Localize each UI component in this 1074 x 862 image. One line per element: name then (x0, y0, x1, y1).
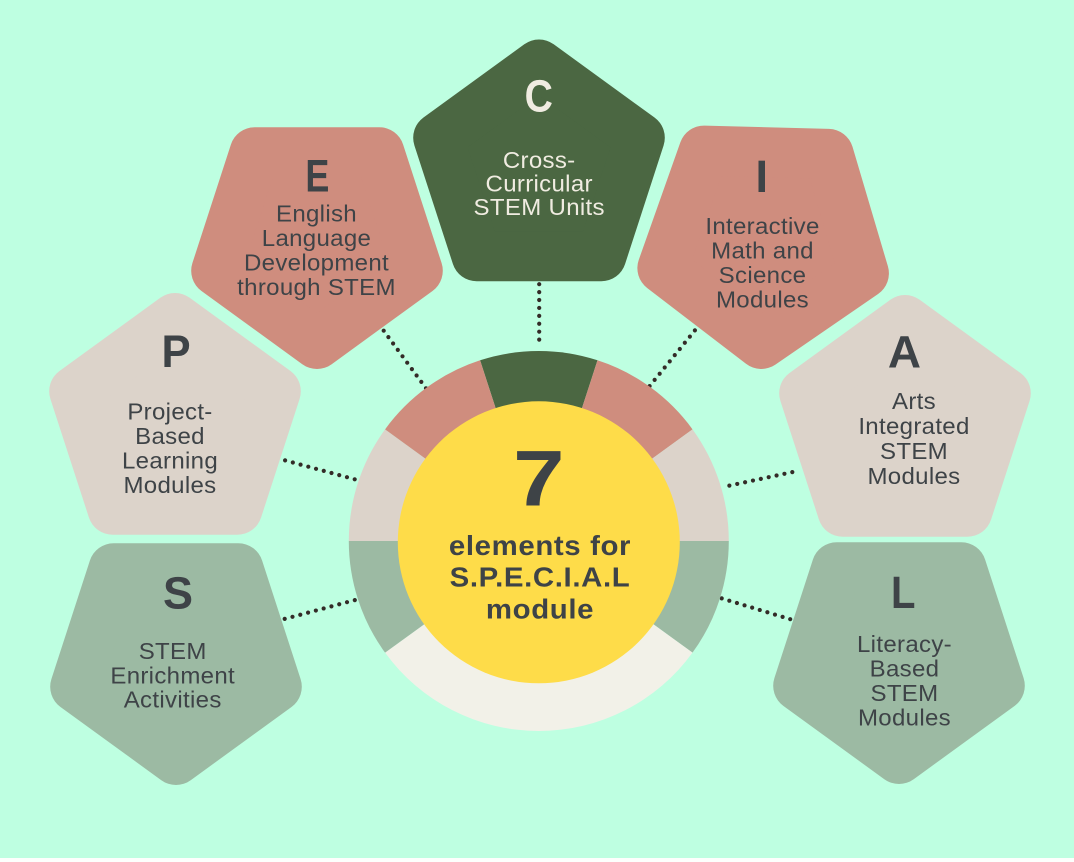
svg-text:L: L (891, 568, 915, 619)
svg-text:Math and: Math and (711, 238, 814, 263)
svg-text:A: A (888, 327, 921, 377)
svg-text:S: S (163, 567, 193, 618)
svg-text:Project-: Project- (127, 399, 212, 424)
svg-text:Based: Based (870, 656, 940, 681)
svg-text:elements for: elements for (449, 531, 631, 562)
svg-text:C: C (525, 71, 553, 121)
svg-text:Cross-: Cross- (503, 147, 576, 172)
svg-text:through STEM: through STEM (237, 275, 396, 300)
svg-text:S.P.E.C.I.A.L: S.P.E.C.I.A.L (450, 562, 631, 593)
svg-text:STEM Units: STEM Units (474, 195, 605, 220)
svg-text:Interactive: Interactive (705, 214, 819, 239)
svg-text:Curricular: Curricular (486, 171, 593, 196)
svg-text:module: module (486, 594, 594, 625)
svg-text:Modules: Modules (867, 464, 960, 489)
svg-text:I: I (756, 151, 769, 202)
svg-text:Language: Language (262, 225, 371, 250)
svg-text:English: English (276, 201, 357, 226)
svg-text:STEM: STEM (139, 639, 207, 664)
svg-text:Integrated: Integrated (858, 414, 969, 439)
svg-text:Literacy-: Literacy- (857, 631, 952, 656)
svg-text:Enrichment: Enrichment (110, 663, 235, 688)
svg-text:Development: Development (244, 250, 389, 275)
svg-text:STEM: STEM (880, 439, 948, 464)
svg-text:Modules: Modules (858, 705, 951, 730)
svg-text:Arts: Arts (892, 389, 936, 414)
svg-text:Activities: Activities (124, 687, 222, 712)
svg-text:Science: Science (719, 262, 807, 287)
svg-text:Modules: Modules (716, 287, 809, 312)
svg-text:Learning: Learning (122, 448, 218, 473)
svg-text:7: 7 (513, 435, 564, 523)
svg-text:Modules: Modules (123, 473, 216, 498)
svg-text:Based: Based (135, 424, 205, 449)
svg-text:E: E (305, 151, 329, 202)
svg-text:STEM: STEM (870, 680, 938, 705)
svg-text:P: P (162, 327, 191, 377)
